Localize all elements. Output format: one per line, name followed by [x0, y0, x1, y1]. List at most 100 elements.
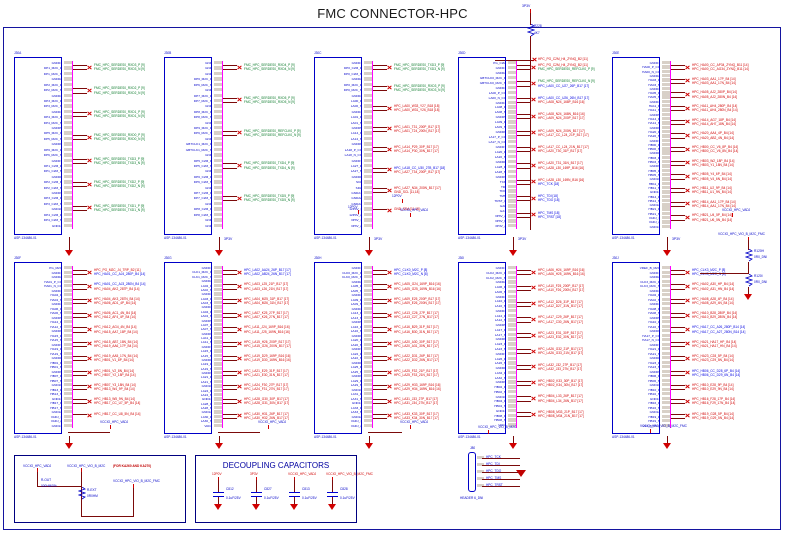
pin-pad[interactable]: [508, 266, 517, 270]
pin-pad[interactable]: [662, 194, 671, 198]
pin-pad[interactable]: [508, 164, 517, 169]
pin-pad[interactable]: [364, 405, 373, 409]
pin-pad[interactable]: [364, 396, 373, 400]
pin-pad[interactable]: [214, 201, 223, 206]
pin-pad[interactable]: [214, 115, 223, 119]
pin-pad[interactable]: [214, 283, 223, 287]
pin-pad[interactable]: [64, 351, 73, 355]
pin-pad[interactable]: [662, 61, 671, 65]
pin-pad[interactable]: [508, 366, 517, 370]
pin-pad[interactable]: [662, 378, 671, 382]
pin-pad[interactable]: [364, 297, 373, 301]
pin-pad[interactable]: [364, 266, 373, 270]
pin-pad[interactable]: [508, 70, 517, 75]
pin-pad[interactable]: [64, 275, 73, 279]
pin-pad[interactable]: [508, 219, 517, 223]
pin-pad[interactable]: [214, 174, 223, 179]
pin-pad[interactable]: [508, 159, 517, 164]
pin-pad[interactable]: [508, 209, 517, 213]
pin-pad[interactable]: [64, 93, 73, 97]
pin-pad[interactable]: [508, 394, 517, 399]
pin-pad[interactable]: [214, 322, 223, 327]
pin-pad[interactable]: [508, 149, 517, 154]
pin-pad[interactable]: [214, 331, 223, 336]
pin-pad[interactable]: [64, 266, 73, 270]
header-body[interactable]: [468, 452, 476, 492]
pin-pad[interactable]: [662, 207, 671, 211]
pin-pad[interactable]: [662, 419, 671, 423]
pin-pad[interactable]: [64, 82, 73, 87]
pin-pad[interactable]: [508, 280, 517, 284]
pin-pad[interactable]: [662, 125, 671, 129]
pin-pad[interactable]: [64, 131, 73, 135]
pin-pad[interactable]: [508, 135, 517, 139]
pin-pad[interactable]: [214, 375, 223, 379]
pin-pad[interactable]: [214, 279, 223, 283]
pin-pad[interactable]: [662, 177, 671, 181]
pin-pad[interactable]: [662, 275, 671, 279]
pin-pad[interactable]: [508, 299, 517, 303]
pin-pad[interactable]: [364, 351, 373, 355]
header-pin-pad[interactable]: [477, 484, 484, 488]
pin-pad[interactable]: [508, 351, 517, 356]
pin-pad[interactable]: [214, 169, 223, 173]
pin-pad[interactable]: [214, 93, 223, 97]
pin-pad[interactable]: [662, 104, 671, 108]
pin-pad[interactable]: [508, 304, 517, 308]
pin-pad[interactable]: [64, 320, 73, 324]
pin-pad[interactable]: [64, 153, 73, 157]
pin-pad[interactable]: [64, 174, 73, 179]
pin-pad[interactable]: [662, 190, 671, 194]
pin-pad[interactable]: [364, 338, 373, 342]
pin-pad[interactable]: [662, 181, 671, 185]
pin-pad[interactable]: [364, 288, 373, 292]
pin-pad[interactable]: [508, 174, 517, 179]
pin-pad[interactable]: [214, 109, 223, 114]
pin-pad[interactable]: [662, 365, 671, 369]
pin-pad[interactable]: [64, 126, 73, 130]
pin-pad[interactable]: [662, 82, 671, 86]
pin-pad[interactable]: [64, 347, 73, 351]
pin-pad[interactable]: [64, 185, 73, 190]
pin-pad[interactable]: [64, 169, 73, 173]
pin-pad[interactable]: [64, 191, 73, 195]
pin-pad[interactable]: [364, 369, 373, 373]
pin-pad[interactable]: [214, 419, 223, 423]
pin-pad[interactable]: [364, 347, 373, 351]
pin-pad[interactable]: [662, 324, 671, 328]
pin-pad[interactable]: [364, 174, 373, 179]
pin-pad[interactable]: [64, 147, 73, 152]
pin-pad[interactable]: [662, 405, 671, 409]
pin-pad[interactable]: [64, 410, 73, 414]
pin-pad[interactable]: [64, 270, 73, 274]
pin-pad[interactable]: [508, 85, 517, 90]
pin-pad[interactable]: [662, 347, 671, 351]
pin-pad[interactable]: [214, 318, 223, 322]
pin-pad[interactable]: [64, 302, 73, 306]
pin-pad[interactable]: [662, 293, 671, 297]
pin-pad[interactable]: [508, 105, 517, 109]
pin-pad[interactable]: [508, 120, 517, 124]
pin-pad[interactable]: [64, 374, 73, 378]
pin-pad[interactable]: [214, 406, 223, 410]
pin-pad[interactable]: [508, 327, 517, 332]
pin-pad[interactable]: [508, 404, 517, 408]
pin-pad[interactable]: [662, 224, 671, 229]
pin-pad[interactable]: [64, 77, 73, 81]
pin-pad[interactable]: [64, 329, 73, 333]
pin-pad[interactable]: [214, 158, 223, 162]
pin-pad[interactable]: [214, 104, 223, 108]
pin-pad[interactable]: [364, 324, 373, 328]
pin-pad[interactable]: [214, 336, 223, 340]
pin-pad[interactable]: [662, 266, 671, 270]
pin-pad[interactable]: [64, 405, 73, 409]
pin-pad[interactable]: [64, 279, 73, 283]
pin-pad[interactable]: [364, 311, 373, 315]
pin-pad[interactable]: [214, 163, 223, 168]
pin-pad[interactable]: [508, 323, 517, 327]
connector-block-j30b[interactable]: [164, 57, 212, 235]
pin-pad[interactable]: [508, 65, 517, 70]
header-pin-pad[interactable]: [477, 470, 484, 474]
pin-pad[interactable]: [364, 82, 373, 87]
pin-pad[interactable]: [214, 314, 223, 318]
